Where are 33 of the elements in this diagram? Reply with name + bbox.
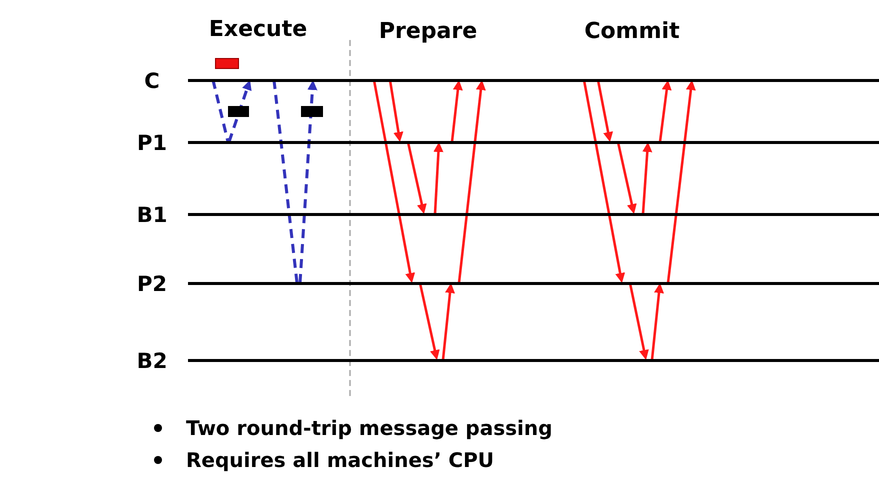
activity-block xyxy=(228,106,249,117)
message-arrow xyxy=(666,80,696,284)
message-line xyxy=(212,80,230,142)
message-arrow xyxy=(596,80,614,142)
message-arrow xyxy=(642,142,652,214)
lifeline-label: P1 xyxy=(137,130,167,154)
message-arrow xyxy=(658,80,672,142)
lifeline-label: P2 xyxy=(137,272,167,296)
bullet-text: Requires all machines’ CPU xyxy=(186,447,494,473)
message-arrow xyxy=(442,283,455,360)
message-arrow xyxy=(388,80,404,142)
message-arrow xyxy=(406,142,427,214)
lifeline-label: C xyxy=(144,68,160,92)
message-arrow xyxy=(228,80,252,142)
message-arrow xyxy=(458,80,486,284)
message-arrow xyxy=(616,142,637,214)
phase-title: Execute xyxy=(208,17,308,43)
message-arrow xyxy=(372,80,416,283)
phase-title: Prepare xyxy=(378,19,478,45)
bullet-text: Two round-trip message passing xyxy=(186,415,552,441)
activity-block xyxy=(301,106,323,117)
message-arrow xyxy=(450,80,463,142)
phase-title: Commit xyxy=(584,19,680,45)
message-arrow xyxy=(650,283,664,360)
message-arrow xyxy=(298,80,318,284)
message-arrow xyxy=(628,282,649,360)
lifeline-label: B1 xyxy=(136,202,168,226)
lifeline-label: B2 xyxy=(136,348,168,372)
message-arrow xyxy=(433,142,444,214)
message-arrow xyxy=(582,80,626,283)
activity-block xyxy=(215,58,239,69)
message-arrow xyxy=(418,282,440,360)
message-line xyxy=(272,80,298,284)
